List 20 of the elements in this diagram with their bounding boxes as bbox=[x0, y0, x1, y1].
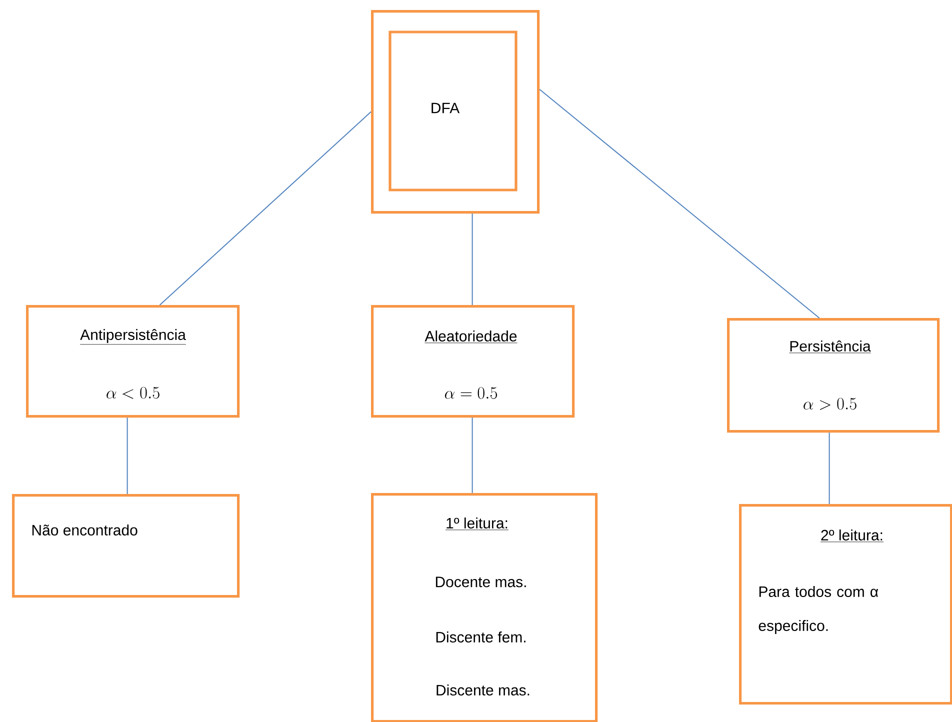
body-text: Não encontrado bbox=[32, 524, 138, 536]
heading-text: Aleatoriedade bbox=[424, 330, 518, 344]
connector-line bbox=[159, 111, 372, 306]
formula-text: $\alpha > 0.5$ bbox=[804, 398, 856, 410]
body-text: Para todos com α especifico. bbox=[758, 586, 878, 634]
connector-line bbox=[828, 432, 830, 504]
formula-text: $\alpha = 0.5$ bbox=[444, 387, 498, 399]
body-text: Discente fem. bbox=[436, 631, 526, 642]
formula-text: $\alpha < 0.5$ bbox=[106, 386, 160, 399]
body-text: DFA bbox=[432, 102, 460, 114]
heading-text: 1º leitura: bbox=[445, 517, 509, 530]
connector-line bbox=[472, 417, 473, 494]
heading-text: Antipersistência bbox=[80, 328, 186, 345]
heading-text: 2º leitura: bbox=[820, 530, 884, 542]
connector-line bbox=[472, 213, 473, 306]
connector-line bbox=[126, 417, 128, 494]
heading-text: Persistência bbox=[788, 340, 872, 354]
body-text: Discente mas. bbox=[436, 684, 530, 696]
body-text: Docente mas. bbox=[436, 576, 526, 588]
connector-line bbox=[539, 88, 820, 318]
